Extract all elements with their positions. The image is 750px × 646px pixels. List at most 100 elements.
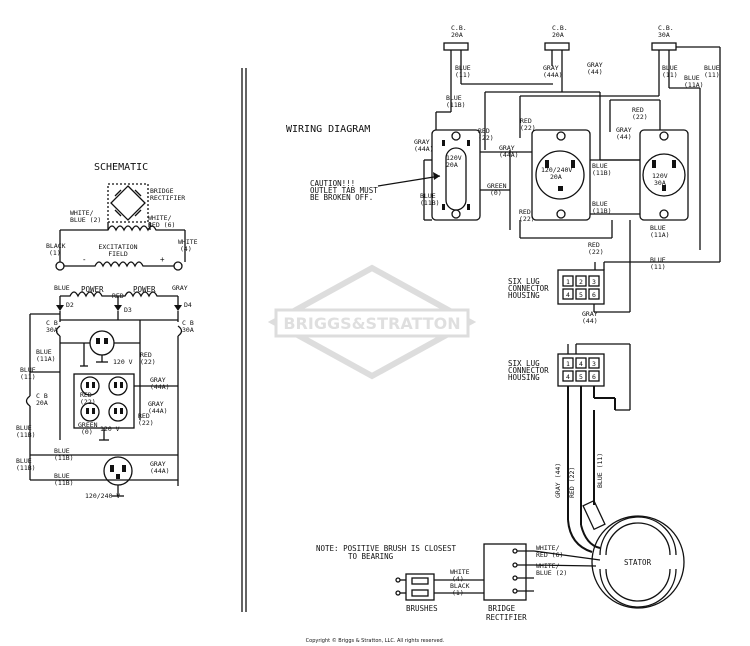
svg-text:GRAY(44A): GRAY(44A): [543, 64, 563, 79]
svg-text:RED(22): RED(22): [478, 127, 494, 142]
svg-text:WHITE/RED (6): WHITE/RED (6): [536, 544, 563, 559]
svg-text:BLUE(11B): BLUE(11B): [592, 162, 612, 177]
svg-text:D2: D2: [66, 301, 74, 309]
svg-text:5: 5: [579, 373, 583, 381]
watermark-text: BRIGGS&STRATTON: [283, 314, 460, 333]
svg-text:RED(22): RED(22): [632, 106, 648, 121]
svg-text:RED(22): RED(22): [80, 391, 96, 406]
svg-text:BLUE(11B): BLUE(11B): [16, 457, 36, 472]
svg-text:6: 6: [592, 291, 596, 299]
svg-text:GRAY(44A): GRAY(44A): [414, 138, 434, 153]
svg-text:RED(22): RED(22): [138, 412, 154, 427]
svg-text:RED(22): RED(22): [140, 351, 156, 366]
svg-text:GRAY: GRAY: [172, 284, 188, 292]
bridge-rectifier-symbol: [107, 183, 149, 223]
svg-text:C.B.20A: C.B.20A: [552, 24, 568, 39]
svg-text:GREEN(0): GREEN(0): [487, 182, 507, 197]
svg-text:GRAY(44A): GRAY(44A): [148, 400, 168, 415]
svg-text:2: 2: [579, 278, 583, 286]
svg-text:120/240 V: 120/240 V: [85, 492, 120, 500]
svg-text:GRAY(44): GRAY(44): [582, 310, 598, 325]
svg-text:GRAY(44): GRAY(44): [587, 61, 603, 76]
circuit-breaker-3: [651, 42, 677, 58]
svg-text:GRAY(44A): GRAY(44A): [150, 460, 170, 475]
svg-text:1: 1: [566, 278, 570, 286]
svg-text:BLUE(11B): BLUE(11B): [54, 472, 74, 487]
circuit-breaker-1: [443, 42, 469, 58]
svg-text:6: 6: [592, 373, 596, 381]
svg-text:RED(22): RED(22): [519, 208, 535, 223]
stator-label: STATOR: [624, 558, 652, 567]
bridge-rectifier-box: [483, 543, 527, 601]
schematic-title: SCHEMATIC: [94, 162, 148, 173]
svg-text:-: -: [82, 255, 87, 264]
stator: [591, 515, 685, 609]
svg-text:WHITE(4): WHITE(4): [450, 568, 470, 583]
svg-text:POWER: POWER: [81, 285, 104, 294]
svg-text:BLUE(11): BLUE(11): [650, 256, 666, 271]
six-lug-connector-1: 1 2 3 4 5 6: [557, 269, 605, 305]
svg-text:RED(22): RED(22): [588, 241, 604, 256]
svg-text:BLUE(11B): BLUE(11B): [592, 200, 612, 215]
svg-text:3: 3: [592, 278, 596, 286]
svg-text:WHITE/RED (6): WHITE/RED (6): [148, 214, 175, 229]
circuit-breaker-2: [544, 42, 570, 58]
svg-text:WHITE/BLUE (2): WHITE/BLUE (2): [536, 562, 567, 577]
svg-text:BLUE(11): BLUE(11): [20, 366, 36, 381]
svg-text:RED(22): RED(22): [520, 117, 536, 132]
svg-text:120 V: 120 V: [100, 425, 120, 433]
svg-text:GRAY(44A): GRAY(44A): [499, 144, 519, 159]
svg-text:BLUE(11): BLUE(11): [704, 64, 720, 79]
brushes: [395, 573, 435, 601]
svg-text:RED (22): RED (22): [568, 467, 576, 498]
schematic-outlet-120-240v: [103, 456, 133, 497]
svg-text:GRAY(44): GRAY(44): [616, 126, 632, 141]
outlet-120-240v-20a: [531, 129, 591, 221]
svg-text:5: 5: [579, 291, 583, 299]
svg-text:BLUE(11B): BLUE(11B): [446, 94, 466, 109]
svg-text:4: 4: [579, 360, 583, 368]
svg-text:D3: D3: [124, 306, 132, 314]
svg-text:GRAY(44A): GRAY(44A): [150, 376, 170, 391]
outlet-120v-20a: [431, 129, 481, 221]
copyright-notice: Copyright © Briggs & Stratton, LLC. All …: [306, 637, 445, 644]
svg-text:+: +: [160, 255, 165, 264]
svg-text:4: 4: [566, 373, 570, 381]
svg-text:BLUE(11B): BLUE(11B): [54, 447, 74, 462]
svg-text:BLUE(11): BLUE(11): [455, 64, 471, 79]
svg-text:POWER: POWER: [133, 285, 156, 294]
svg-text:GREEN(0): GREEN(0): [78, 421, 98, 436]
schematic-outlet-120v-upper: [89, 330, 115, 363]
svg-text:BLACK(1): BLACK(1): [46, 242, 66, 257]
outlet-120v-30a: [639, 129, 689, 221]
svg-text:WHITE/BLUE (2): WHITE/BLUE (2): [70, 209, 101, 224]
svg-text:BLUE(11A): BLUE(11A): [36, 348, 56, 363]
svg-text:BLUE(11A): BLUE(11A): [650, 224, 670, 239]
briggs-stratton-watermark: BRIGGS&STRATTON: [267, 264, 477, 380]
svg-text:BLUE(11B): BLUE(11B): [16, 424, 36, 439]
svg-text:120 V: 120 V: [113, 358, 133, 366]
svg-text:4: 4: [566, 291, 570, 299]
svg-text:BLUE(11A): BLUE(11A): [684, 74, 704, 89]
svg-text:BLUE: BLUE: [54, 284, 70, 292]
svg-text:WHITE(4): WHITE(4): [178, 238, 198, 253]
svg-text:3: 3: [592, 360, 596, 368]
wiring-diagram-section: WIRING DIAGRAM C.B.20A C.B.20A C.B.30A B…: [286, 24, 721, 622]
svg-text:GRAY (44): GRAY (44): [554, 463, 562, 498]
svg-text:C.B.30A: C.B.30A: [658, 24, 674, 39]
wiring-diagram-title: WIRING DIAGRAM: [286, 124, 370, 135]
svg-text:C.B.20A: C.B.20A: [451, 24, 467, 39]
